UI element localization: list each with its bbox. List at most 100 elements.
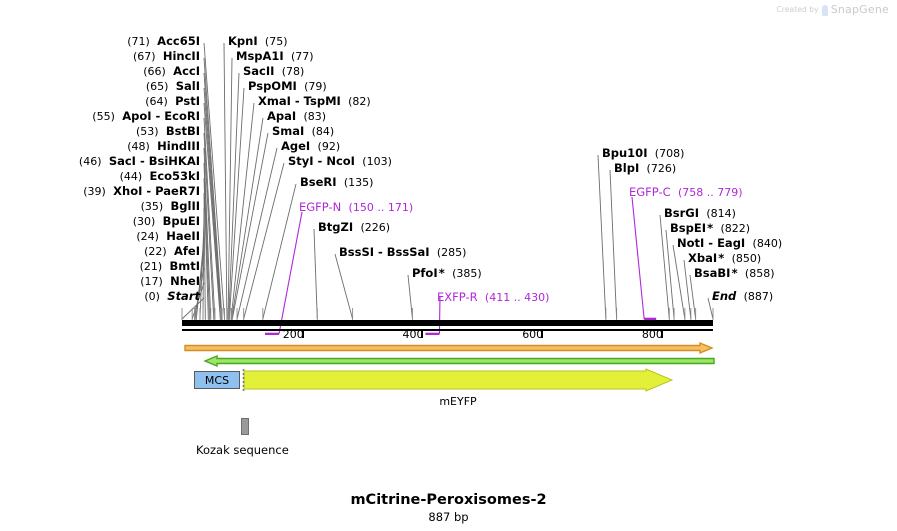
ruler-tick-mark-800	[660, 329, 663, 338]
enzyme-label-bsrgi[interactable]: BsrGI (814)	[664, 207, 736, 221]
ruler-tick-label-200: 200	[282, 328, 304, 341]
enzyme-name: BssSI - BssSaI	[339, 245, 430, 259]
enzyme-label-noti[interactable]: NotI - EagI (840)	[677, 237, 783, 251]
enzyme-name: MspA1I	[236, 49, 284, 63]
enzyme-name: Eco53kI	[149, 169, 200, 183]
enzyme-label-bglii[interactable]: (35) BglII	[0, 199, 201, 214]
enzyme-label-xbai[interactable]: XbaI * (850)	[688, 251, 761, 266]
enzyme-name: KpnI	[228, 34, 258, 48]
enzyme-label-xhoi[interactable]: (39) XhoI - PaeR7I	[0, 184, 200, 199]
enzyme-position: (103)	[362, 155, 392, 168]
enzyme-label-blpi[interactable]: BlpI (726)	[614, 162, 676, 176]
enzyme-position: (53)	[135, 125, 159, 138]
enzyme-position: (39)	[83, 185, 106, 198]
enzyme-label-bmti[interactable]: (21) BmtI	[0, 259, 200, 274]
primer-name: EXFP-R	[437, 290, 478, 304]
primer-name: EGFP-N	[299, 200, 342, 214]
star-marker: *	[717, 251, 725, 265]
enzyme-name: BglII	[170, 199, 201, 213]
enzyme-label-afei[interactable]: (22) AfeI	[0, 245, 200, 259]
primer-range: (150 .. 171)	[348, 201, 414, 214]
sequence-length: 887 bp	[428, 510, 469, 524]
enzyme-position: (48)	[127, 140, 150, 153]
enzyme-label-start[interactable]: (0) Start	[0, 290, 200, 304]
enzyme-label-haeii[interactable]: (24) HaeII	[0, 230, 200, 244]
reverse-feature-arrow[interactable]	[203, 354, 715, 368]
enzyme-position: (285)	[436, 246, 467, 259]
enzyme-label-bseri[interactable]: BseRI (135)	[300, 176, 373, 190]
enzyme-name: SmaI	[272, 124, 305, 138]
enzyme-name: HincII	[162, 49, 200, 63]
enzyme-label-styi[interactable]: StyI - NcoI (103)	[288, 155, 392, 169]
enzyme-label-bsabi[interactable]: BsaBI * (858)	[694, 267, 775, 281]
enzyme-label-nhei[interactable]: (17) NheI	[0, 274, 200, 289]
primer-name: EGFP-C	[629, 185, 671, 199]
enzyme-name: SalI	[175, 79, 200, 93]
enzyme-name: XhoI - PaeR7I	[113, 184, 200, 198]
enzyme-name: Acc65I	[157, 34, 200, 48]
enzyme-label-saci[interactable]: (46) SacI - BsiHKAI	[0, 154, 200, 169]
enzyme-label-apoi[interactable]: (55) ApoI - EcoRI	[0, 110, 200, 124]
enzyme-name: BstBI	[165, 124, 200, 138]
enzyme-position: (67)	[132, 50, 156, 63]
enzyme-label-bspei[interactable]: BspEI * (822)	[670, 221, 750, 236]
kozak-sequence-marker[interactable]	[241, 418, 249, 435]
cds-feature-arrow[interactable]	[242, 368, 674, 394]
primer-label-egfp-c[interactable]: EGFP-C (758 .. 779)	[629, 185, 743, 200]
enzyme-label-eco53ki[interactable]: (44) Eco53kI	[0, 169, 200, 184]
sequence-title: mCitrine-Peroxisomes-2	[350, 492, 547, 508]
enzyme-label-bsssi[interactable]: BssSI - BssSaI (285)	[339, 245, 467, 260]
star-marker: *	[705, 221, 714, 235]
enzyme-label-kpni[interactable]: KpnI (75)	[228, 34, 288, 49]
enzyme-position: (82)	[348, 95, 371, 108]
enzyme-label-end[interactable]: End (887)	[712, 290, 774, 304]
enzyme-label-xmai[interactable]: XmaI - TspMI (82)	[258, 94, 371, 109]
enzyme-name: AccI	[173, 64, 200, 78]
enzyme-label-mspa1i[interactable]: MspA1I (77)	[236, 49, 314, 64]
enzyme-position: (44)	[119, 170, 143, 183]
enzyme-label-agei[interactable]: AgeI (92)	[281, 139, 340, 154]
enzyme-position: (814)	[706, 207, 736, 220]
enzyme-position: (887)	[743, 290, 774, 303]
enzyme-label-bpuei[interactable]: (30) BpuEI	[0, 215, 200, 229]
sequence-ruler-bar	[182, 320, 713, 326]
enzyme-label-smai[interactable]: SmaI (84)	[272, 124, 334, 139]
enzyme-name: XmaI - TspMI	[258, 94, 341, 108]
enzyme-name: SacI - BsiHKAI	[108, 154, 200, 168]
enzyme-position: (21)	[139, 260, 163, 273]
enzyme-name: AgeI	[281, 139, 311, 153]
enzyme-label-psti[interactable]: (64) PstI	[0, 95, 200, 109]
enzyme-label-acci[interactable]: (66) AccI	[0, 64, 200, 79]
enzyme-name: PspOMI	[248, 79, 297, 93]
enzyme-label-sacii[interactable]: SacII (78)	[243, 65, 305, 79]
primer-label-egfp-n[interactable]: EGFP-N (150 .. 171)	[299, 200, 414, 215]
enzyme-position: (71)	[127, 35, 150, 48]
enzyme-position: (840)	[752, 237, 783, 250]
enzyme-label-pspomi[interactable]: PspOMI (79)	[248, 79, 327, 94]
mcs-feature-box[interactable]: MCS	[194, 371, 240, 389]
enzyme-name: NheI	[170, 274, 200, 288]
enzyme-label-hincii[interactable]: (67) HincII	[0, 49, 200, 64]
forward-feature-arrow[interactable]	[184, 341, 714, 355]
enzyme-label-bstbi[interactable]: (53) BstBI	[0, 124, 200, 139]
enzyme-label-bpu10i[interactable]: Bpu10I (708)	[602, 147, 684, 161]
enzyme-label-apai[interactable]: ApaI (83)	[267, 110, 327, 124]
enzyme-label-pfoi[interactable]: PfoI * (385)	[412, 266, 482, 281]
enzyme-position: (46)	[78, 155, 102, 168]
enzyme-position: (78)	[281, 65, 305, 78]
ruler-tick-mark-600	[541, 329, 544, 338]
enzyme-label-hindiii[interactable]: (48) HindIII	[0, 140, 200, 154]
enzyme-position: (75)	[264, 35, 288, 48]
snapgene-logo-icon	[821, 5, 828, 16]
enzyme-position: (858)	[744, 267, 775, 280]
enzyme-position: (83)	[303, 110, 327, 123]
enzyme-label-acc65i[interactable]: (71) Acc65I	[0, 34, 200, 49]
enzyme-label-btgzi[interactable]: BtgZI (226)	[318, 221, 390, 235]
star-marker: *	[437, 266, 445, 280]
primer-label-exfp-r[interactable]: EXFP-R (411 .. 430)	[437, 290, 549, 305]
enzyme-name: BmtI	[169, 259, 200, 273]
enzyme-position: (17)	[140, 275, 163, 288]
enzyme-label-sali[interactable]: (65) SalI	[0, 79, 200, 94]
enzyme-position: (35)	[140, 200, 164, 213]
